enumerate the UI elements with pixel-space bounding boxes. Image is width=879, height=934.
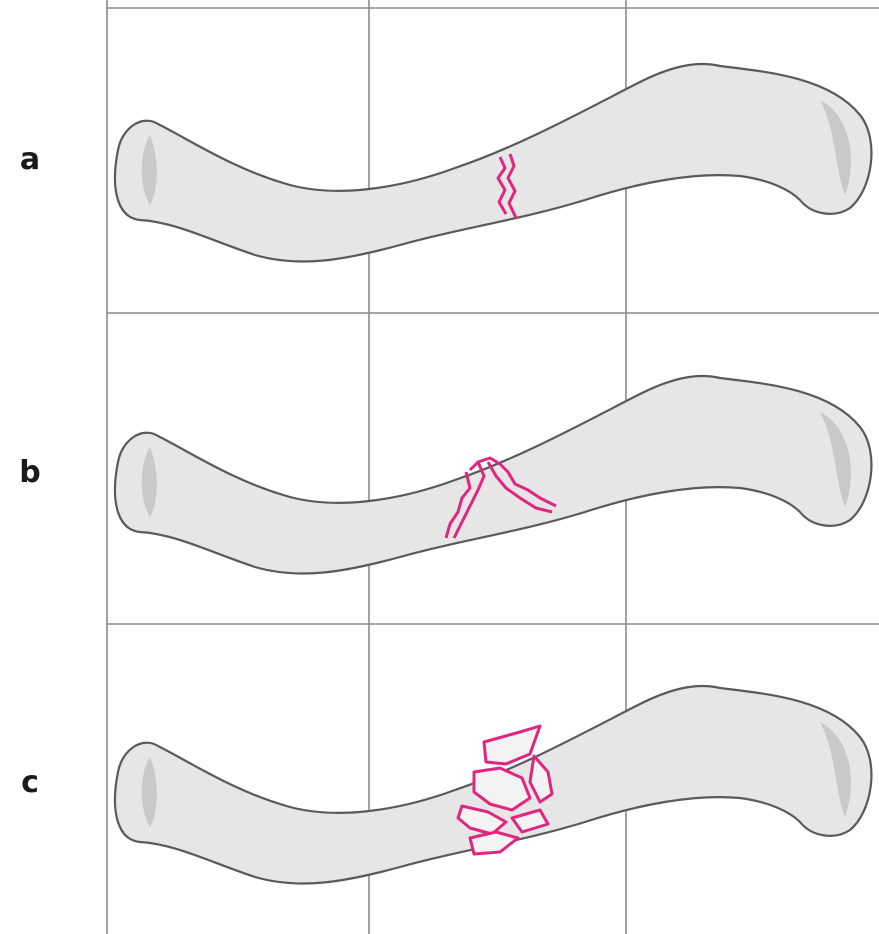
clavicle-bone-a [115, 64, 871, 262]
panel-label-c: c [8, 768, 52, 798]
panel-label-a: a [8, 145, 52, 175]
panel-a [115, 64, 871, 262]
panel-c [115, 686, 871, 884]
panel-b [115, 376, 871, 574]
panel-label-b: b [8, 458, 52, 488]
clavicle-bone-b [115, 376, 871, 574]
